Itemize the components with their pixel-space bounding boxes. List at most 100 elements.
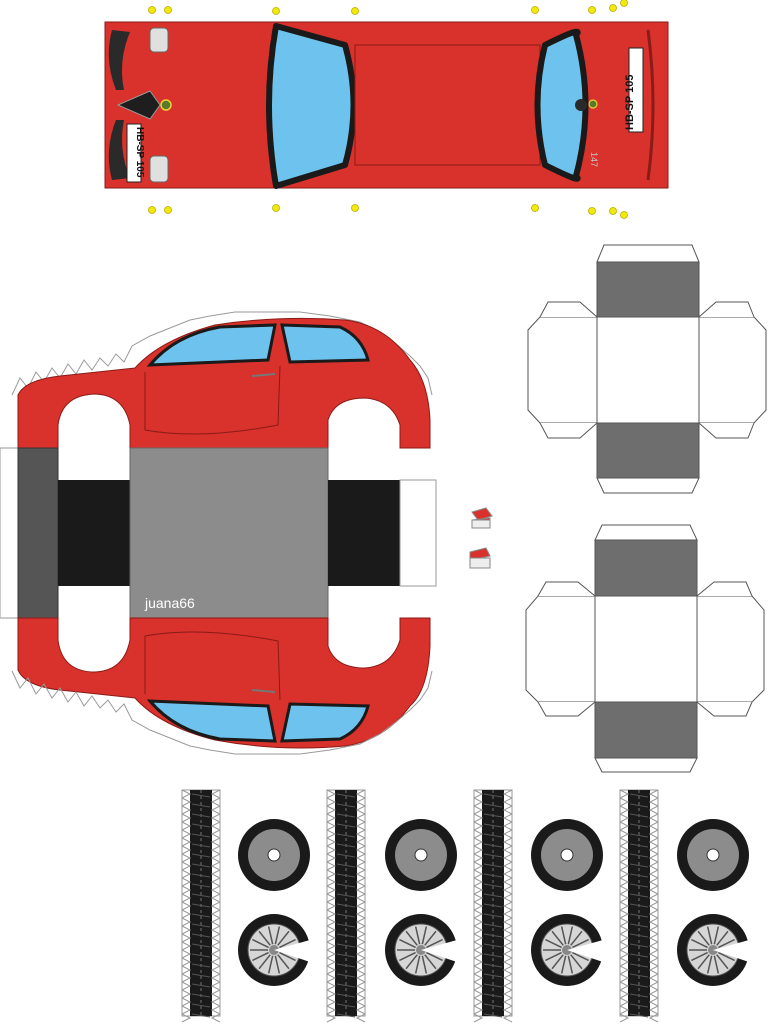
rim-spoke xyxy=(277,930,290,946)
tire-glue-tab xyxy=(619,789,630,1023)
tread-line xyxy=(629,973,649,978)
right-end-tab xyxy=(399,479,437,587)
front-license-plate: HB-SP 105 xyxy=(126,123,145,183)
rim-spoke xyxy=(424,930,437,946)
tread-line xyxy=(336,913,356,918)
rim-spoke xyxy=(560,955,567,974)
rim-spoke xyxy=(258,930,271,946)
rim-spoke xyxy=(279,951,296,962)
tread-line xyxy=(629,873,649,878)
tread-line xyxy=(336,853,356,858)
car-body-net: juana66 xyxy=(0,311,437,755)
upper-side-rear-window xyxy=(280,323,370,364)
tire-glue-tab xyxy=(502,789,513,1023)
rim-spoke xyxy=(570,954,583,970)
rim-spoke xyxy=(545,951,562,962)
tread-line xyxy=(629,823,649,828)
wheel-disc-3 xyxy=(531,819,603,891)
tread-line xyxy=(191,973,211,978)
rim-spoke xyxy=(405,930,418,946)
tread-line xyxy=(191,1003,211,1008)
wheel-rim-4 xyxy=(677,914,749,986)
rear-badge-icon xyxy=(588,99,598,109)
tread-line xyxy=(483,843,503,848)
rim-spoke xyxy=(706,955,713,974)
wheel-disc-2 xyxy=(385,819,457,891)
tread-line xyxy=(191,843,211,848)
tread-line xyxy=(629,993,649,998)
tread-line xyxy=(336,943,356,948)
tread-line xyxy=(483,923,503,928)
rim-spokes xyxy=(689,926,737,974)
tread-line xyxy=(191,953,211,958)
rim-spoke xyxy=(267,955,274,974)
tread-line xyxy=(483,853,503,858)
wheel-disc-4 xyxy=(677,819,749,891)
rim-spoke xyxy=(414,955,421,974)
upper-side-window xyxy=(146,323,277,367)
mirror-pieces xyxy=(469,507,493,569)
tread-line xyxy=(336,933,356,938)
rim-spoke xyxy=(551,954,564,970)
rim-spoke xyxy=(567,926,574,945)
tread-line xyxy=(483,903,503,908)
lower-side-window xyxy=(146,699,277,743)
tread-line xyxy=(191,913,211,918)
tread-line xyxy=(483,953,503,958)
tread-line xyxy=(336,923,356,928)
rim-spoke xyxy=(718,938,735,949)
left-end-tab xyxy=(0,447,19,619)
rim-spoke xyxy=(424,954,437,970)
lower-door-handle xyxy=(251,689,276,693)
tread-line xyxy=(336,863,356,868)
wheel-set xyxy=(181,789,749,1023)
tread-line xyxy=(336,963,356,968)
tread-line xyxy=(629,953,649,958)
tread-line xyxy=(336,973,356,978)
rear-window xyxy=(534,28,589,182)
rim-spoke xyxy=(551,930,564,946)
rim-spoke xyxy=(716,930,729,946)
rim-spoke xyxy=(691,938,708,949)
rim-spoke xyxy=(570,930,583,946)
front-panel-strip xyxy=(17,447,59,619)
box-net-lower-top-gray xyxy=(594,539,698,597)
tread-line xyxy=(629,853,649,858)
rim-spoke xyxy=(718,951,735,962)
tread-line xyxy=(191,903,211,908)
tread-line xyxy=(483,833,503,838)
tire-glue-tab xyxy=(355,789,366,1023)
wheel-rim-1 xyxy=(238,914,310,986)
tread-line xyxy=(191,983,211,988)
tread-line xyxy=(629,943,649,948)
rim-spoke xyxy=(421,955,428,974)
rim-spoke xyxy=(279,938,296,949)
rim-spoke xyxy=(267,926,274,945)
tread-line xyxy=(629,833,649,838)
tread-line xyxy=(629,893,649,898)
rim-spoke xyxy=(572,951,589,962)
box-net-lower xyxy=(525,524,765,773)
tread-line xyxy=(629,933,649,938)
headlight-right xyxy=(149,155,169,183)
rim-spoke xyxy=(399,938,416,949)
mirror-piece-2 xyxy=(469,547,491,561)
tread-line xyxy=(336,983,356,988)
tread-line xyxy=(336,833,356,838)
tread-line xyxy=(483,823,503,828)
tread-line xyxy=(483,913,503,918)
box-net-upper-top-gray xyxy=(596,261,700,318)
tread-line xyxy=(336,803,356,808)
tread-line xyxy=(629,843,649,848)
tread-line xyxy=(483,983,503,988)
tread-line xyxy=(191,933,211,938)
rim-spokes xyxy=(543,926,591,974)
tread-line xyxy=(191,923,211,928)
tread-line xyxy=(336,873,356,878)
front-grille-left xyxy=(108,30,130,90)
rim-spoke xyxy=(258,954,271,970)
front-plate-text: HB-SP 105 xyxy=(134,127,145,178)
box-net-upper-bottom-gray xyxy=(596,422,700,479)
tread-line xyxy=(483,893,503,898)
